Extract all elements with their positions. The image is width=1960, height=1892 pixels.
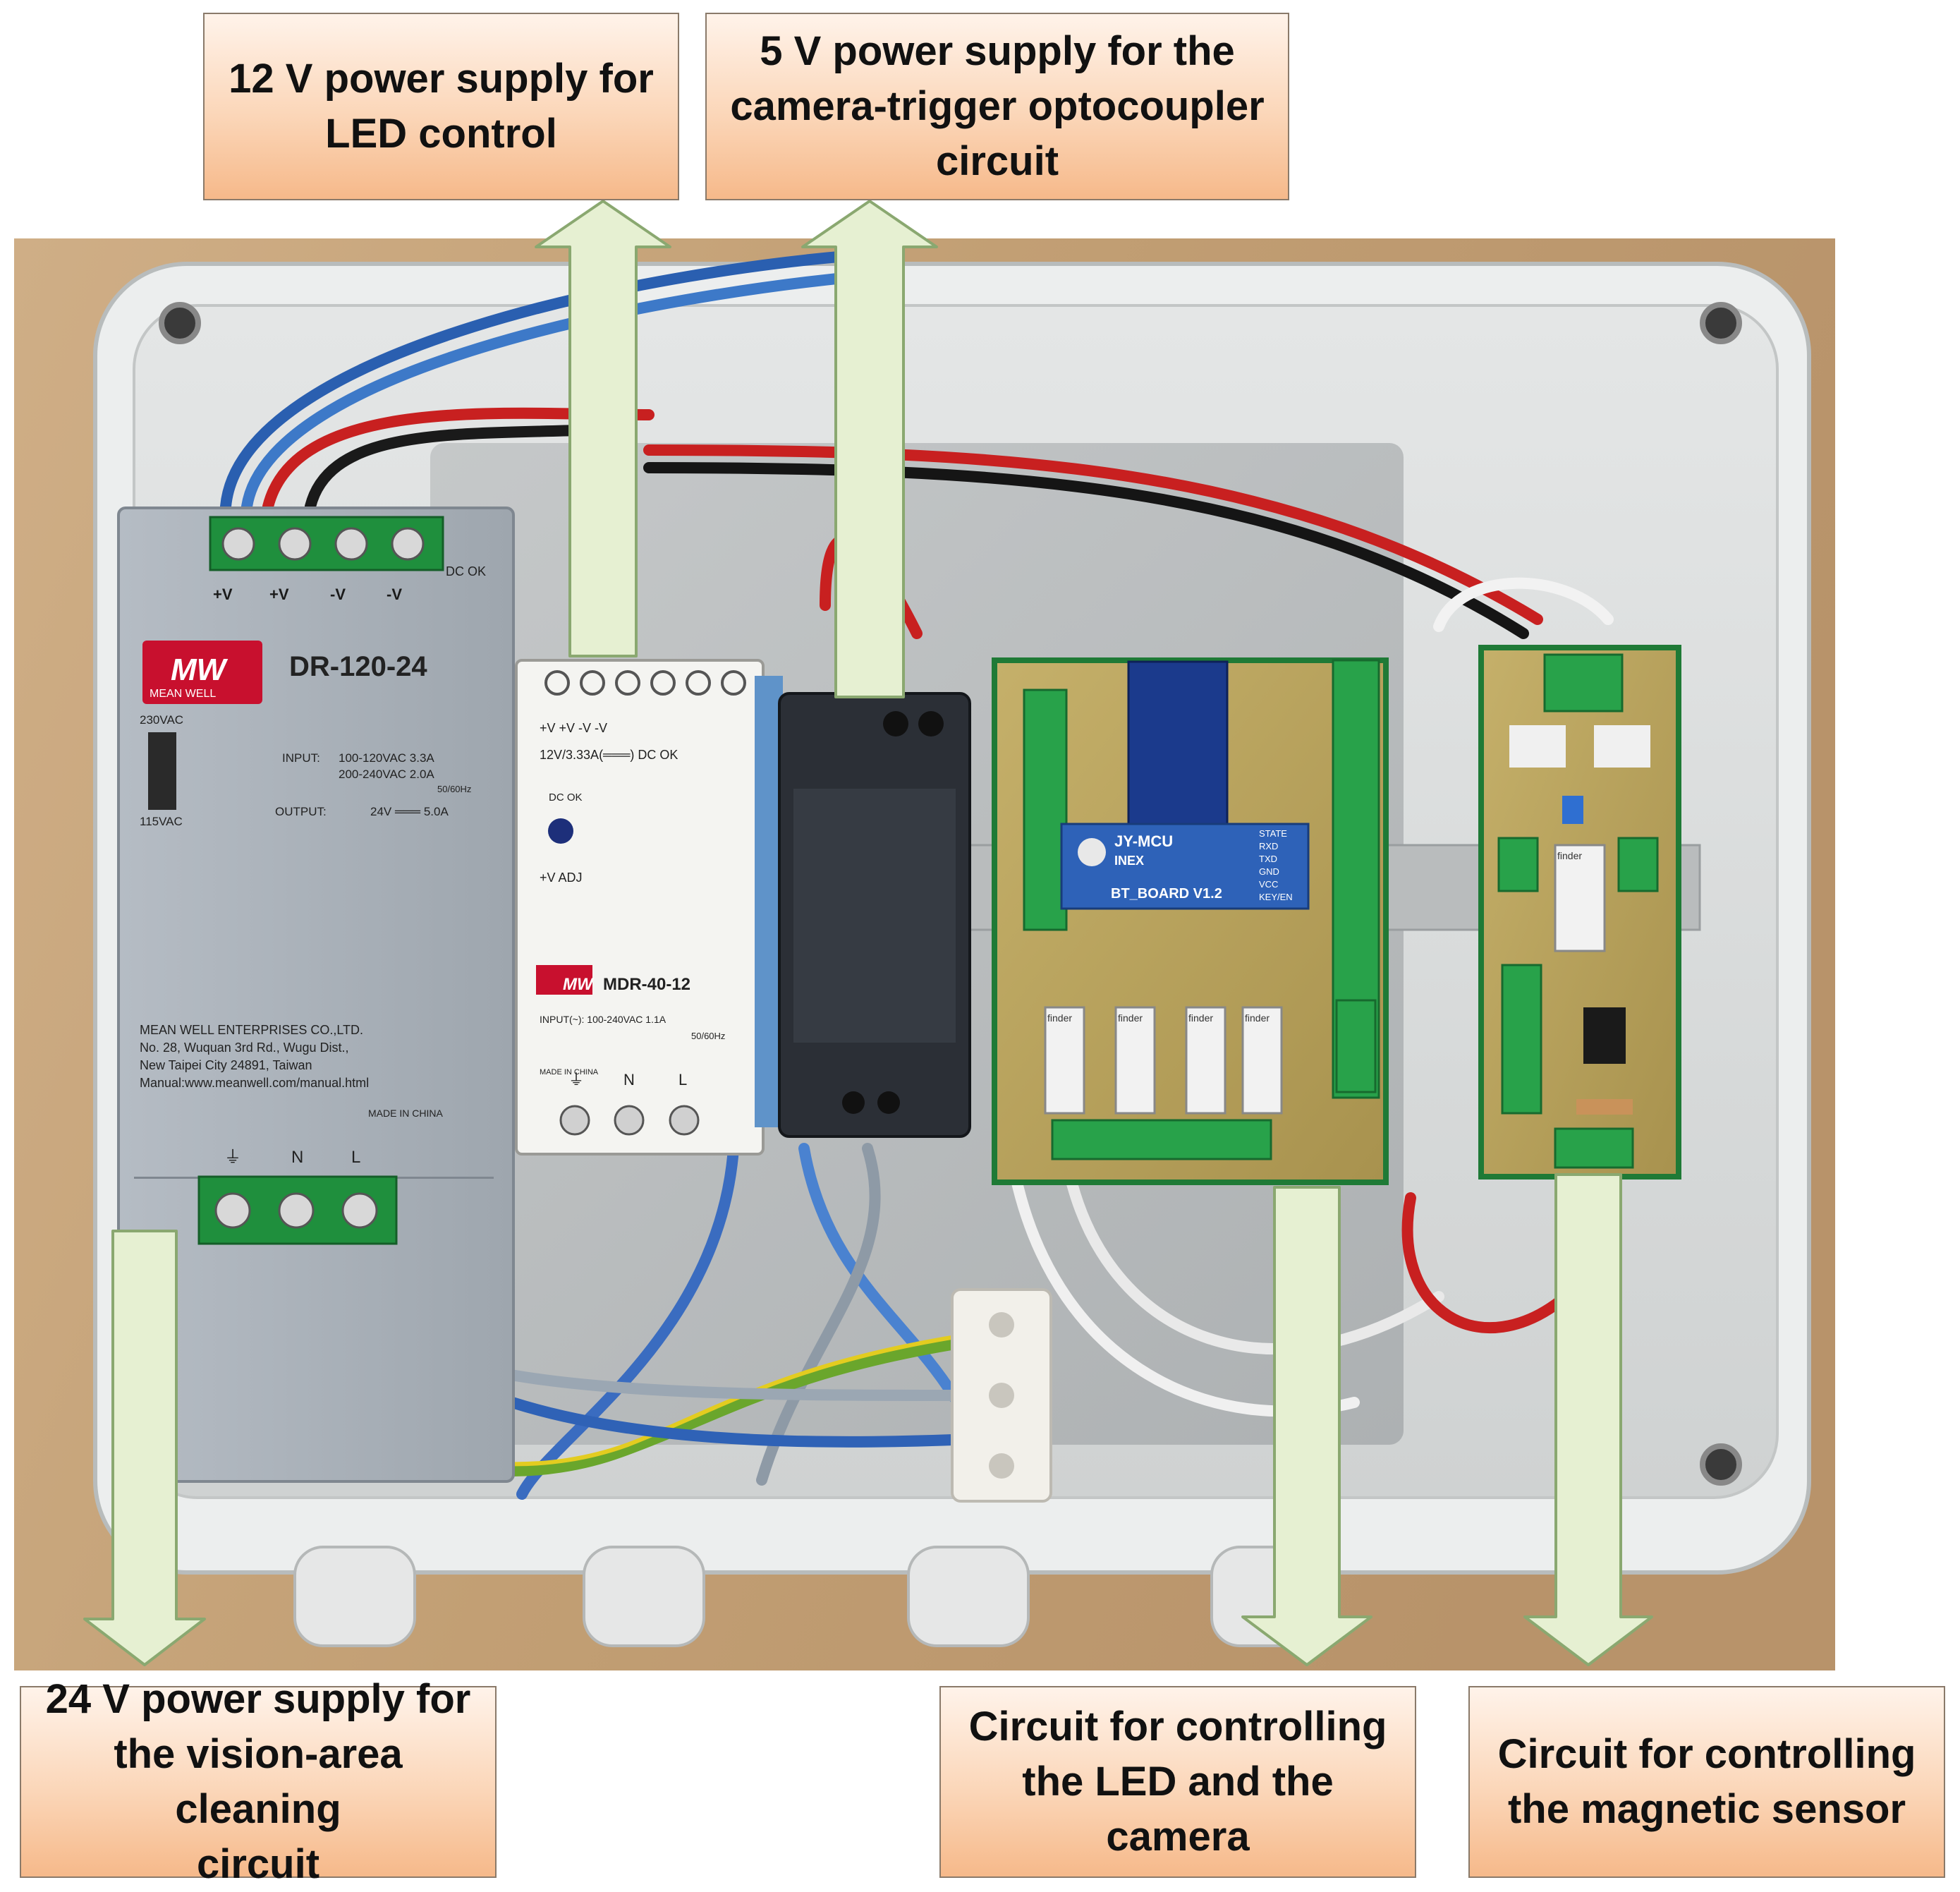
relay-brand: finder [1245,1012,1270,1024]
dr120-terminal-label: +V [269,586,289,603]
dr120-switch-230: 230VAC [140,713,183,727]
arrow-up-5v [801,200,938,698]
bt-module-line-2: INEX [1114,854,1144,868]
label-12v-power-supply: 12 V power supply for LED control [203,13,679,200]
relay-brand: finder [1047,1012,1072,1024]
mdr40-input: INPUT(~): 100-240VAC 1.1A [540,1014,666,1025]
dr-120-24-power-supply [117,507,515,1483]
bt-pin: GND [1259,866,1279,877]
relay-brand: finder [1188,1012,1213,1024]
bt-pin: STATE [1259,828,1287,839]
arrow-down-led-camera [1241,1186,1372,1666]
device-lettering: +V +V -V -V DC OK MW MEAN WELL DR-120-24… [140,564,1582,1167]
dr120-ac-terminal: N [291,1148,303,1167]
bt-module-line-1: JY-MCU [1114,832,1173,850]
mean-well-brand: MEAN WELL [150,688,216,700]
dr120-terminal-label: +V [213,586,233,603]
mdr40-dc-ok: DC OK [549,792,583,804]
bt-module-line-3: BT_BOARD V1.2 [1111,886,1222,902]
dr120-address-1: No. 28, Wuquan 3rd Rd., Wugu Dist., [140,1041,348,1055]
dr120-terminal-label: -V [330,586,346,603]
dr120-output-label: OUTPUT: [275,805,327,818]
led-camera-control-board [992,657,1389,1185]
mdr40-adjust: +V ADJ [540,871,583,885]
dr120-dc-ok-label: DC OK [446,564,486,578]
enclosure-illustration [14,238,1835,1670]
mdr40-ac-terminal: ⏚ [568,1071,584,1088]
mdr40-rating: 12V/3.33A(═══) DC OK [540,748,678,762]
arrow-down-magnetic [1523,1173,1653,1666]
dr120-company: MEAN WELL ENTERPRISES CO.,LTD. [140,1023,363,1037]
mdr40-logo: MW [563,975,595,994]
bt-pin: RXD [1259,841,1278,851]
relay-brand: finder [1557,850,1582,861]
label-5v-power-supply: 5 V power supply for the camera-trigger … [705,13,1289,200]
dr120-model: DR-120-24 [289,651,427,682]
mean-well-logo: MW [171,653,229,687]
corner-screws [159,302,1742,1486]
dr120-input-1: 100-120VAC 3.3A [339,751,434,765]
5v-power-supply-module [778,692,971,1138]
dr120-output: 24V ═══ 5.0A [370,805,449,818]
label-led-camera-circuit: Circuit for controlling the LED and the … [939,1686,1416,1878]
bt-pin: KEY/EN [1259,892,1293,902]
dr120-terminal-label: -V [386,586,402,603]
dr120-switch-115: 115VAC [140,815,183,828]
dr120-address-2: New Taipei City 24891, Taiwan [140,1058,312,1072]
bt-pin: TXD [1259,854,1277,864]
dr120-manual: Manual:www.meanwell.com/manual.html [140,1076,369,1090]
mdr40-terminals: +V +V -V -V [540,721,607,735]
dr120-ac-terminal: ⏚ [224,1148,241,1167]
dr120-freq: 50/60Hz [437,784,471,794]
arrow-up-12v [535,200,671,657]
mdr40-ac-terminal: N [623,1071,635,1088]
mdr40-model: MDR-40-12 [603,975,690,994]
dr120-input-label: INPUT: [282,751,320,765]
dr120-ac-terminal: L [351,1148,360,1167]
mdr40-made-in: MADE IN CHINA [540,1068,599,1077]
dr120-made-in: MADE IN CHINA [368,1108,443,1119]
label-magnetic-sensor-circuit: Circuit for controlling the magnetic sen… [1468,1686,1945,1878]
enclosure-photo: +V +V -V -V DC OK MW MEAN WELL DR-120-24… [14,238,1835,1670]
arrow-down-24v [83,1230,206,1666]
mdr40-ac-terminal: L [678,1071,687,1088]
relay-brand: finder [1118,1012,1143,1024]
mdr40-freq: 50/60Hz [691,1031,725,1041]
label-24v-power-supply: 24 V power supply for the vision-area cl… [20,1676,497,1887]
magnetic-sensor-board [1478,645,1681,1180]
bt-pin: VCC [1259,879,1278,890]
terminal-block [951,1288,1052,1503]
dr120-input-2: 200-240VAC 2.0A [339,768,434,781]
